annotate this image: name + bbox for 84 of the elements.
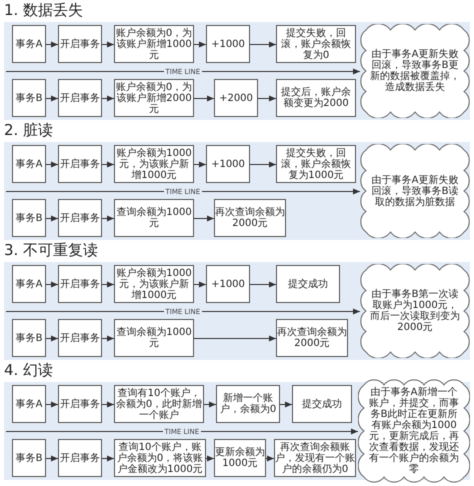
arrow (194, 42, 206, 48)
step-box: +1000 (206, 25, 250, 63)
step-box: 事务B (12, 319, 46, 357)
arrow (194, 216, 214, 222)
arrow (194, 282, 206, 288)
step-box: 查询余额为1000元 (114, 319, 194, 357)
arrow (102, 162, 114, 168)
arrow (266, 456, 274, 462)
step-box: 账户余额为0，为该账户新增2000元 (114, 79, 194, 117)
section-heading: 2. 脏读 (4, 121, 54, 139)
arrow (250, 162, 276, 168)
step-box: 事务A (12, 385, 46, 423)
step-box: 查询有10个账户，余额为0，此时新增一个账户 (114, 385, 204, 423)
arrow (102, 42, 114, 48)
arrow (6, 308, 360, 314)
step-box: 查询10个账户，账户余额为0，将该账户金额改为1000元 (114, 439, 206, 477)
section-heading: 1. 数据丢失 (4, 1, 84, 19)
step-box: 事务B (12, 439, 46, 477)
step-box: 事务A (12, 145, 46, 183)
note-text: 由于事务B第一次读取账户为1000元，而后一次读取到变为2000元 (369, 288, 461, 335)
step-box: +2000 (214, 79, 258, 117)
step-box: 提交失败，回滚，账户余额恢复为1000元 (276, 145, 356, 183)
arrow (102, 336, 114, 342)
step-box: +1000 (206, 145, 250, 183)
arrow (102, 282, 114, 288)
step-box: 开启事务 (58, 439, 102, 477)
step-box: 提交后，账户余额变更为2000 (276, 79, 356, 117)
section-heading: 3. 不可重复读 (4, 241, 98, 259)
arrow (194, 162, 206, 168)
step-box: 开启事务 (58, 265, 102, 303)
step-box: 再次查询余额为2000元 (276, 319, 348, 357)
note-text: 由于事务A更新失败回滚，导致事务B读取的数据为脏数据 (370, 174, 460, 210)
note-cloud (360, 264, 470, 358)
arrow (250, 42, 276, 48)
step-box: 开启事务 (58, 25, 102, 63)
arrow (204, 402, 216, 408)
step-box: 再次查询余额账户，发现有一个账户的余额仍为0 (274, 439, 356, 477)
arrow (46, 216, 58, 222)
note-cloud (360, 24, 470, 118)
note-cloud (360, 144, 470, 238)
arrow (46, 456, 58, 462)
arrow (102, 402, 114, 408)
arrow (46, 402, 58, 408)
step-box: 账户余额为0，为该账户新增1000元 (114, 25, 194, 63)
section-heading: 4. 幻读 (4, 361, 54, 379)
step-box: 查询余额为1000元 (114, 199, 194, 237)
arrow (46, 162, 58, 168)
step-box: 事务A (12, 25, 46, 63)
note-text: 由于事务A更新失败回滚，导致事务B更新的数据被覆盖掉，造成数据丢失 (369, 48, 461, 95)
step-box: 账户余额为1000元，为该账户新增1000元 (114, 145, 194, 183)
arrow (280, 402, 292, 408)
note-text: 由于事务A新增一个账户，并提交，而事务B此时正在更新所有账户余额为1000元，更新完成后，再次查看数据，发现还有一个账户的余额为零 (368, 387, 460, 475)
arrow (194, 96, 214, 102)
arrow (6, 68, 360, 74)
arrow (46, 42, 58, 48)
step-box: 账户余额为1000元，为该账户新增1000元 (114, 265, 194, 303)
step-box: 事务B (12, 199, 46, 237)
arrow (194, 336, 276, 342)
step-box: 开启事务 (58, 199, 102, 237)
step-box: 更新余额为1000元 (214, 439, 266, 477)
arrow (46, 336, 58, 342)
step-box: 提交成功 (292, 385, 352, 423)
step-box: 开启事务 (58, 145, 102, 183)
arrow (6, 428, 358, 434)
arrow (258, 96, 276, 102)
step-box: 开启事务 (58, 319, 102, 357)
arrow (102, 216, 114, 222)
arrow (46, 282, 58, 288)
arrow (102, 456, 114, 462)
step-box: 开启事务 (58, 385, 102, 423)
step-box: 事务A (12, 265, 46, 303)
step-box: 开启事务 (58, 79, 102, 117)
step-box: 事务B (12, 79, 46, 117)
arrow (6, 188, 360, 194)
step-box: 再次查询余额为2000元 (214, 199, 286, 237)
arrow (250, 282, 276, 288)
step-box: 提交失败，回滚，账户余额恢复为0 (276, 25, 356, 63)
note-cloud (358, 379, 470, 483)
arrow (206, 456, 214, 462)
step-box: 提交成功 (276, 265, 340, 303)
step-box: +1000 (206, 265, 250, 303)
arrow (102, 96, 114, 102)
step-box: 新增一个账户，余额为0 (216, 385, 280, 423)
arrow (46, 96, 58, 102)
